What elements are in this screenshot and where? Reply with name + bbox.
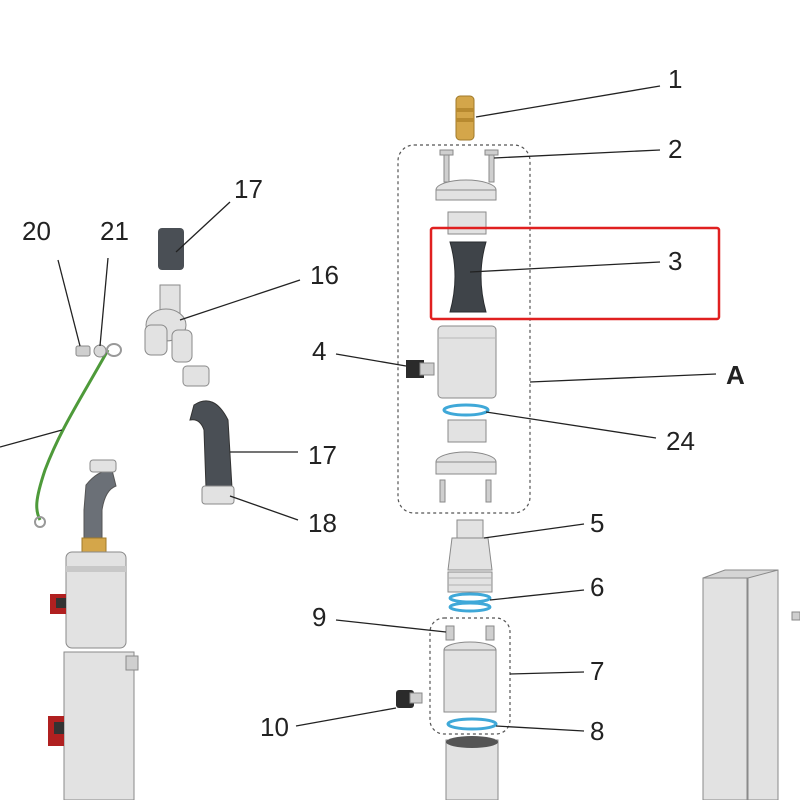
label-part-2: 2 xyxy=(668,134,682,164)
label-part-24: 24 xyxy=(666,426,695,456)
lower-tube xyxy=(445,739,499,801)
lower-insert xyxy=(447,419,487,443)
label-part-20: 20 xyxy=(22,216,51,246)
leader-6 xyxy=(489,589,585,601)
label-part-9: 9 xyxy=(312,602,326,632)
label-part-8: 8 xyxy=(590,716,604,746)
washer-21 xyxy=(93,344,107,358)
left-cylinder-band xyxy=(66,566,126,572)
label-part-5: 5 xyxy=(590,508,604,538)
left-lower-body xyxy=(63,651,135,801)
central-stack xyxy=(396,95,511,801)
left-valve-knob-1 xyxy=(56,598,66,608)
part-9-pin-left xyxy=(445,625,455,641)
label-part-3: 3 xyxy=(668,246,682,276)
bottom-screw-right xyxy=(485,479,492,503)
leader-3 xyxy=(469,261,661,273)
part-2-screw-left xyxy=(443,151,450,183)
right-frame xyxy=(702,569,800,801)
leader-a xyxy=(529,373,717,383)
label-part-17-bottom: 17 xyxy=(308,440,337,470)
leader-17-top xyxy=(175,201,231,253)
part-2-screw-right xyxy=(488,151,495,183)
hose-17-bottom xyxy=(189,400,233,489)
threaded-ring xyxy=(447,571,493,593)
label-part-18: 18 xyxy=(308,508,337,538)
part-5-nozzle-cone xyxy=(447,537,493,571)
part-9-pin-right xyxy=(485,625,495,641)
lower-tube-opening xyxy=(446,736,498,748)
frame-bolt xyxy=(791,611,800,621)
left-brass-fitting xyxy=(81,537,107,553)
left-elbow-hose xyxy=(83,469,117,541)
label-part-4: 4 xyxy=(312,336,326,366)
leader-4 xyxy=(335,353,407,367)
leader-5 xyxy=(483,523,585,539)
frame-top xyxy=(702,569,779,579)
label-assembly-a: A xyxy=(726,360,745,390)
clamp-lower xyxy=(182,365,210,387)
leader-24 xyxy=(485,411,657,439)
bottom-screw-left xyxy=(439,479,446,503)
hose-17-top xyxy=(158,228,184,270)
clamp-18 xyxy=(201,485,235,505)
left-body-bolt xyxy=(125,655,139,671)
leader-10 xyxy=(295,707,397,727)
leader-18 xyxy=(229,495,299,521)
bottom-cap-side xyxy=(435,461,497,475)
leader-2 xyxy=(493,149,661,159)
part-1-ridge-2 xyxy=(456,118,474,122)
label-part-10: 10 xyxy=(260,712,289,742)
part-1-ridge-1 xyxy=(456,108,474,112)
left-assembly xyxy=(0,343,139,801)
label-part-6: 6 xyxy=(590,572,604,602)
leader-ground-wire xyxy=(0,429,63,448)
upper-insert xyxy=(447,211,487,235)
wire-eyelet-bottom xyxy=(34,516,46,528)
manifold-16-branch-left xyxy=(144,324,168,356)
part-6-o-ring-upper xyxy=(448,592,492,604)
part-24-o-ring xyxy=(442,403,490,417)
ground-wire xyxy=(35,349,110,521)
part-4-valve-stem xyxy=(419,362,435,376)
wire-eyelet-top xyxy=(106,343,122,357)
part-2-screw-head-right xyxy=(484,149,499,156)
left-valve-knob-2 xyxy=(54,722,64,734)
group-7-9-8-outline xyxy=(429,617,511,735)
screw-20 xyxy=(75,345,91,357)
part-10-stem xyxy=(409,692,423,704)
part-6-o-ring-lower xyxy=(448,601,492,613)
manifold-assembly xyxy=(144,228,235,505)
leader-8 xyxy=(495,725,585,732)
main-housing xyxy=(437,325,497,399)
part-7-coupling xyxy=(443,649,497,713)
label-part-21: 21 xyxy=(100,216,129,246)
highlight-box-part-3 xyxy=(429,226,721,321)
part-3-rubber-sleeve xyxy=(449,241,487,313)
leader-20 xyxy=(57,259,81,347)
frame-post-right xyxy=(747,569,779,801)
leader-21 xyxy=(99,257,109,347)
label-part-16: 16 xyxy=(310,260,339,290)
leader-lines xyxy=(57,85,717,732)
assembly-a-outline xyxy=(397,144,531,514)
manifold-16-branch-right xyxy=(171,329,193,363)
part-2-screw-head-left xyxy=(439,149,454,156)
part-labels: 1 2 3 4 A 24 5 6 7 8 9 10 16 17 17 18 20… xyxy=(22,64,745,746)
part-8-o-ring xyxy=(446,717,498,731)
leader-9 xyxy=(335,619,447,633)
part-5-nozzle-top xyxy=(456,519,484,539)
left-clamp xyxy=(89,459,117,473)
label-part-17-top: 17 xyxy=(234,174,263,204)
frame-post-left xyxy=(702,577,748,801)
label-part-1: 1 xyxy=(668,64,682,94)
label-part-7: 7 xyxy=(590,656,604,686)
leader-7 xyxy=(509,671,585,675)
leader-1 xyxy=(475,85,661,118)
leader-16 xyxy=(179,279,301,321)
top-cap-side xyxy=(435,189,497,201)
